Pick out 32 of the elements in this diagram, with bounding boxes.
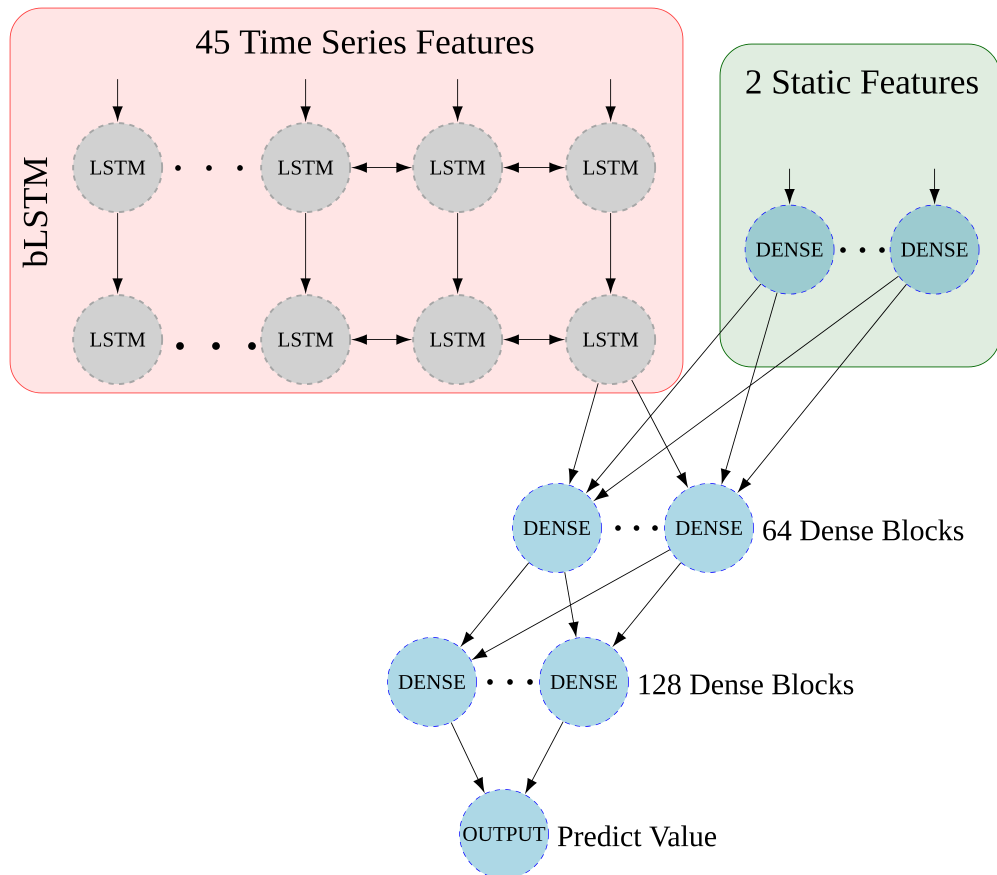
arrow: [606, 212, 616, 293]
arrow: [784, 168, 795, 204]
beside-label: 128 Dense Blocks: [640, 674, 854, 695]
beside-label: 64 Dense Blocks: [763, 520, 964, 541]
arrow: [461, 562, 530, 646]
panel-title: 45 Time Series Features: [196, 30, 534, 54]
arrow: [352, 334, 411, 345]
arrow: [452, 78, 463, 121]
arrow: [613, 562, 682, 646]
arrow: [112, 212, 123, 293]
arrow: [450, 722, 484, 792]
arrow: [504, 334, 564, 345]
arrow: [568, 382, 599, 484]
arrow: [606, 78, 616, 121]
arrow: [300, 78, 311, 121]
arrow: [930, 168, 940, 204]
arrow: [504, 162, 564, 173]
arrow: [720, 292, 778, 484]
arrow: [472, 549, 670, 660]
arrow: [525, 721, 564, 793]
arrow: [112, 78, 123, 121]
beside-label: Predict Value: [558, 825, 716, 847]
arrow: [564, 572, 579, 636]
arrow: [631, 379, 688, 487]
arrow: [300, 212, 311, 293]
arrow: [594, 276, 899, 501]
arrow: [738, 284, 907, 492]
arrow: [452, 212, 463, 293]
arrow: [586, 284, 762, 492]
side-label: bLSTM: [22, 157, 48, 268]
panel-title: 2 Static Features: [746, 70, 978, 94]
arrow: [352, 162, 411, 173]
